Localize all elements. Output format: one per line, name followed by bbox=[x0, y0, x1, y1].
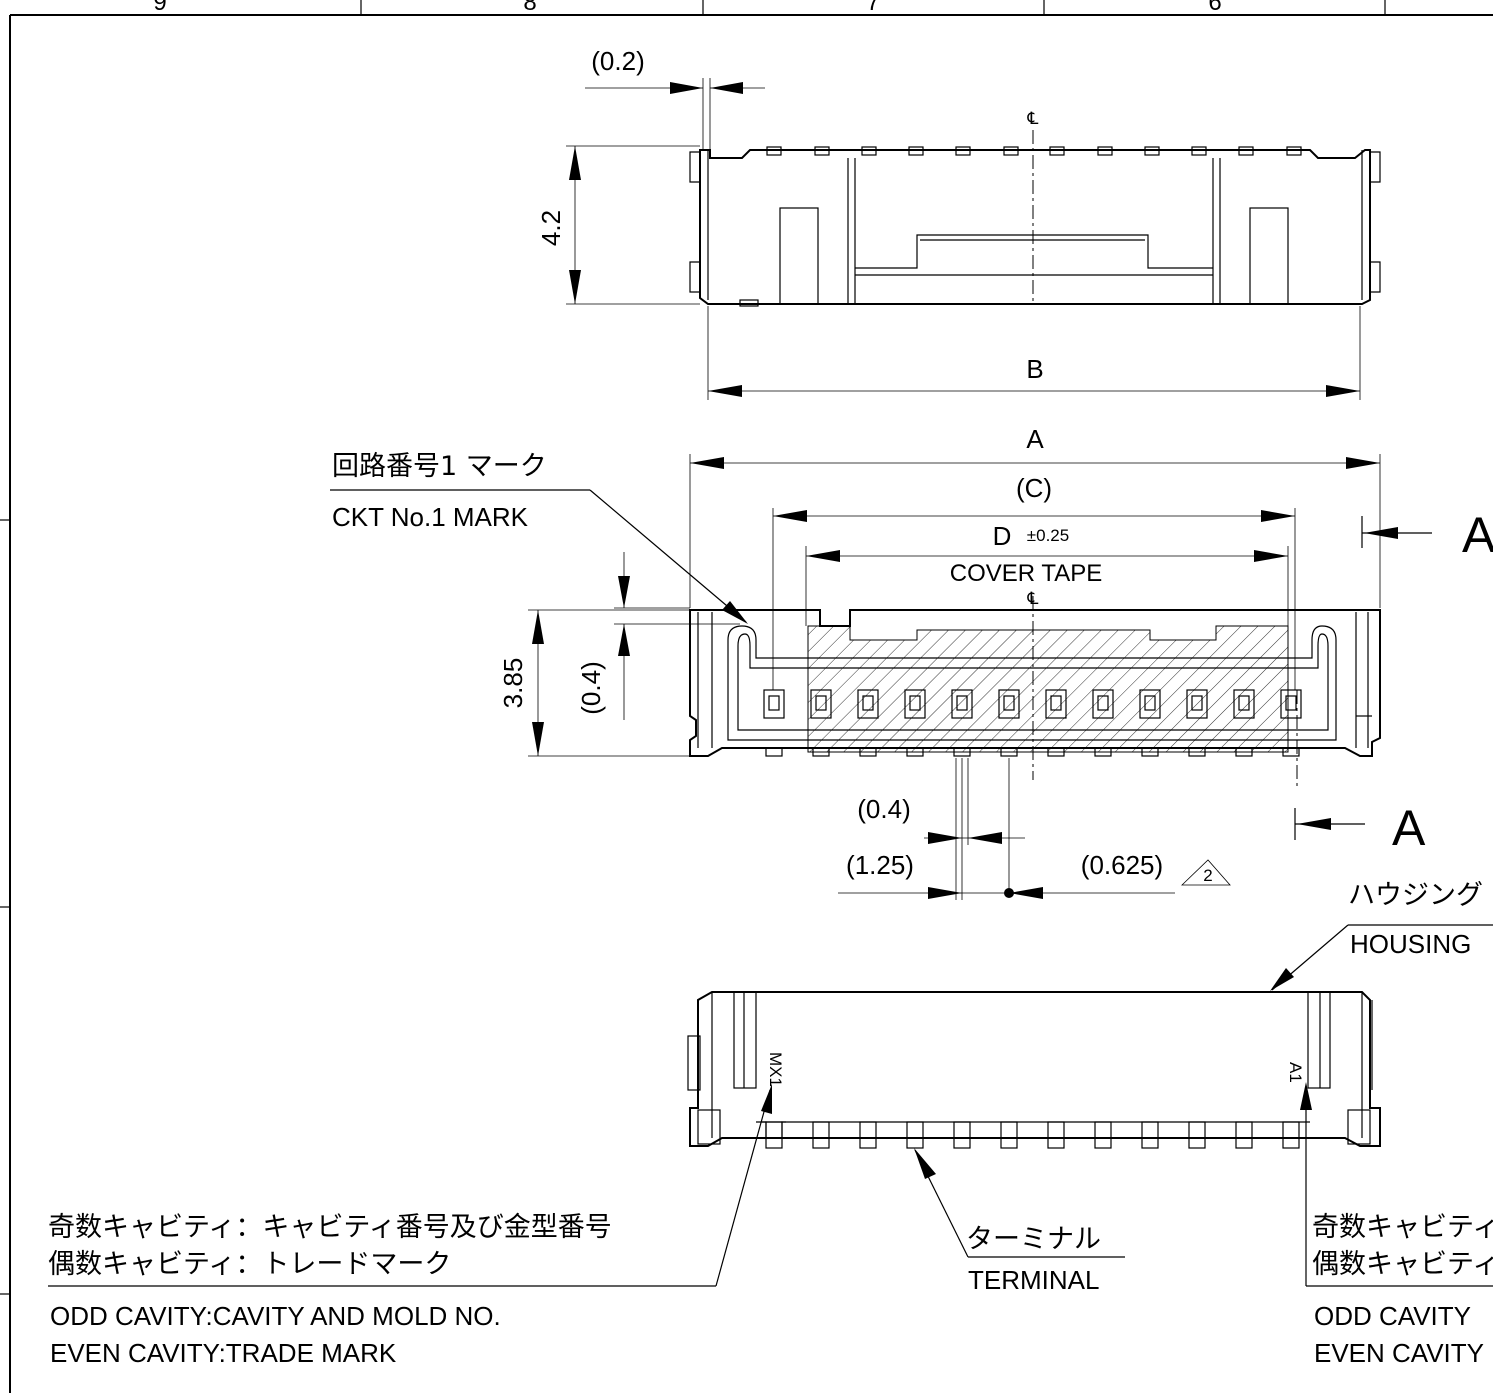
dim-C: (C) bbox=[1016, 473, 1052, 503]
dim-1-25: (1.25) bbox=[846, 850, 914, 880]
zone-number-6: 6 bbox=[1208, 0, 1221, 16]
ckt-mark-callout: 回路番号1 マーク CKT No.1 MARK bbox=[330, 451, 748, 624]
dim-0-625: (0.625) bbox=[1081, 850, 1163, 880]
section-marker: A A bbox=[1294, 507, 1493, 856]
cavity-left-en-even: EVEN CAVITY:TRADE MARK bbox=[50, 1338, 397, 1368]
dim-0-2: (0.2) bbox=[591, 46, 644, 76]
dim-0-4-vertical: (0.4) bbox=[576, 661, 606, 714]
plan-view: ℄ bbox=[689, 589, 1381, 780]
zone-number-7: 7 bbox=[866, 0, 879, 16]
dim-4-2: 4.2 bbox=[536, 210, 566, 246]
ckt-mark-label-en: CKT No.1 MARK bbox=[332, 502, 529, 532]
centerline-symbol-top: ℄ bbox=[1027, 109, 1039, 128]
terminal-label-en: TERMINAL bbox=[968, 1265, 1099, 1295]
front-terminal-tops bbox=[766, 146, 1302, 156]
dim-cover-tape-label: COVER TAPE bbox=[950, 560, 1102, 587]
plan-view-dimensions: A (C) D ±0.25 COVER TAPE 3.85 (0.4) bbox=[498, 424, 1381, 900]
plan-terminals bbox=[763, 689, 1302, 719]
cavity-left-jp-odd: 奇数キャビティ：キャビティ番号及び金型番号 bbox=[48, 1212, 612, 1243]
zone-number-9: 9 bbox=[153, 0, 166, 16]
dim-B: B bbox=[1026, 354, 1043, 384]
dim-A: A bbox=[1026, 424, 1044, 454]
centerline-symbol-plan: ℄ bbox=[1027, 589, 1039, 608]
dim-D: D bbox=[993, 521, 1012, 551]
cavity-callout-right: 奇数キャビティ 偶数キャビティ ODD CAVITY EVEN CAVITY bbox=[1300, 1082, 1493, 1368]
revision-triangle bbox=[1181, 859, 1231, 886]
cavity-right-en-odd: ODD CAVITY bbox=[1314, 1301, 1471, 1331]
housing-label-en: HOUSING bbox=[1350, 929, 1471, 959]
cavity-right-jp-odd: 奇数キャビティ bbox=[1312, 1212, 1493, 1243]
cavity-right-jp-even: 偶数キャビティ bbox=[1312, 1249, 1493, 1280]
front-view-dimensions: (0.2) 4.2 B bbox=[536, 46, 1361, 400]
section-letter-top: A bbox=[1462, 507, 1493, 563]
dim-0-4-pitch: (0.4) bbox=[857, 794, 910, 824]
zone-number-8: 8 bbox=[523, 0, 536, 16]
front-view: ℄ bbox=[689, 109, 1381, 307]
terminal-callout: ターミナル TERMINAL bbox=[914, 1148, 1125, 1295]
dim-D-tolerance: ±0.25 bbox=[1027, 526, 1069, 545]
cavity-left-jp-even: 偶数キャビティ：トレードマーク bbox=[48, 1249, 451, 1280]
mold-mark-left: MX1 bbox=[766, 1052, 785, 1087]
ckt-mark-label-jp: 回路番号1 マーク bbox=[332, 451, 547, 482]
section-letter-bottom: A bbox=[1392, 800, 1426, 856]
bottom-terminals bbox=[756, 1121, 1310, 1149]
cavity-right-en-even: EVEN CAVITY bbox=[1314, 1338, 1484, 1368]
cavity-callout-left: 奇数キャビティ：キャビティ番号及び金型番号 偶数キャビティ：トレードマーク OD… bbox=[48, 1084, 772, 1368]
terminal-label-jp: ターミナル bbox=[966, 1224, 1101, 1255]
housing-label-jp: ハウジング bbox=[1348, 880, 1483, 911]
plan-terminal-feet bbox=[765, 747, 1300, 757]
housing-callout: ハウジング HOUSING bbox=[1270, 880, 1493, 991]
bottom-view: MX1 A1 bbox=[687, 991, 1381, 1149]
dim-3-85: 3.85 bbox=[498, 658, 528, 709]
revision-number: 2 bbox=[1203, 866, 1212, 885]
mold-mark-right: A1 bbox=[1286, 1062, 1305, 1083]
cavity-left-en-odd: ODD CAVITY:CAVITY AND MOLD NO. bbox=[50, 1301, 501, 1331]
